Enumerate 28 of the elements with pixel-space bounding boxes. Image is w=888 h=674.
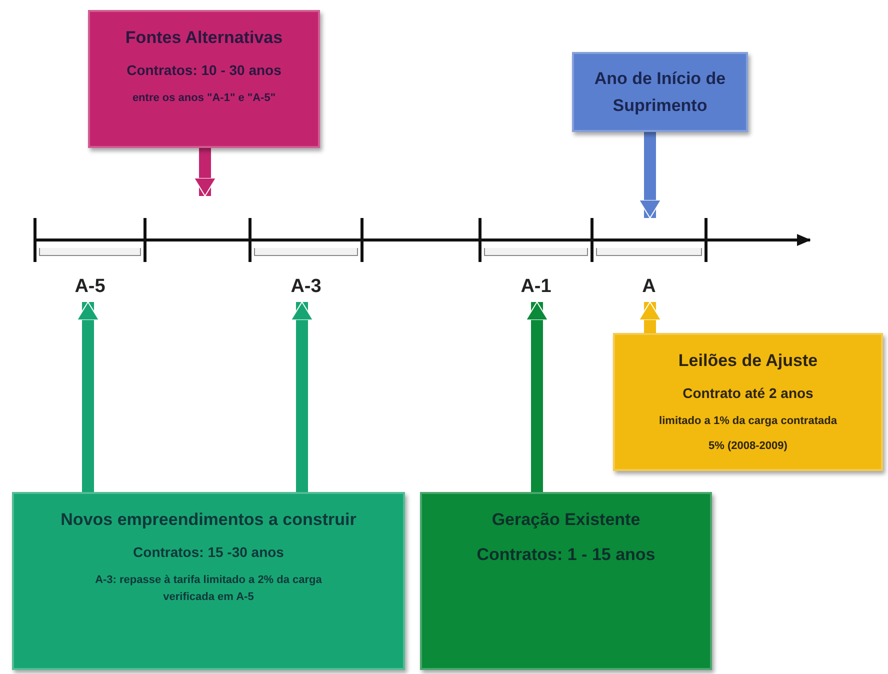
info-box — [88, 10, 320, 148]
arrow — [290, 302, 314, 492]
period-label: A — [641, 276, 657, 298]
box-heading: Fontes Alternativas — [124, 27, 284, 49]
box-text: 5% (2008-2009) — [708, 439, 788, 454]
info-box — [613, 333, 883, 471]
arrow — [526, 302, 548, 492]
box-heading: Geração Existente — [490, 509, 642, 531]
period-label: A-3 — [290, 276, 322, 298]
box-heading: Novos empreendimentos a construir — [60, 509, 358, 531]
arrow — [76, 302, 100, 492]
box-text: Contrato até 2 anos — [682, 384, 814, 404]
box-text: limitado a 1% da carga contratada — [658, 414, 838, 429]
arrow — [638, 302, 662, 333]
box-text: Contratos: 15 -30 anos — [132, 543, 285, 562]
info-box — [12, 492, 405, 670]
period-label: A-5 — [74, 276, 106, 298]
box-text: entre os anos "A-1" e "A-5" — [131, 90, 277, 106]
arrow — [194, 148, 216, 196]
info-box — [572, 52, 748, 132]
info-box — [420, 492, 712, 670]
arrow — [638, 132, 662, 218]
box-text: Contratos: 1 - 15 anos — [476, 544, 656, 566]
box-text: A-3: repasse à tarifa limitado a 2% da carga verificada em A-5 — [94, 572, 323, 606]
period-label: A-1 — [520, 276, 552, 298]
box-heading: Ano de Início de Suprimento — [593, 68, 727, 117]
box-heading: Leilões de Ajuste — [677, 350, 819, 372]
box-text: Contratos: 10 - 30 anos — [126, 61, 282, 80]
